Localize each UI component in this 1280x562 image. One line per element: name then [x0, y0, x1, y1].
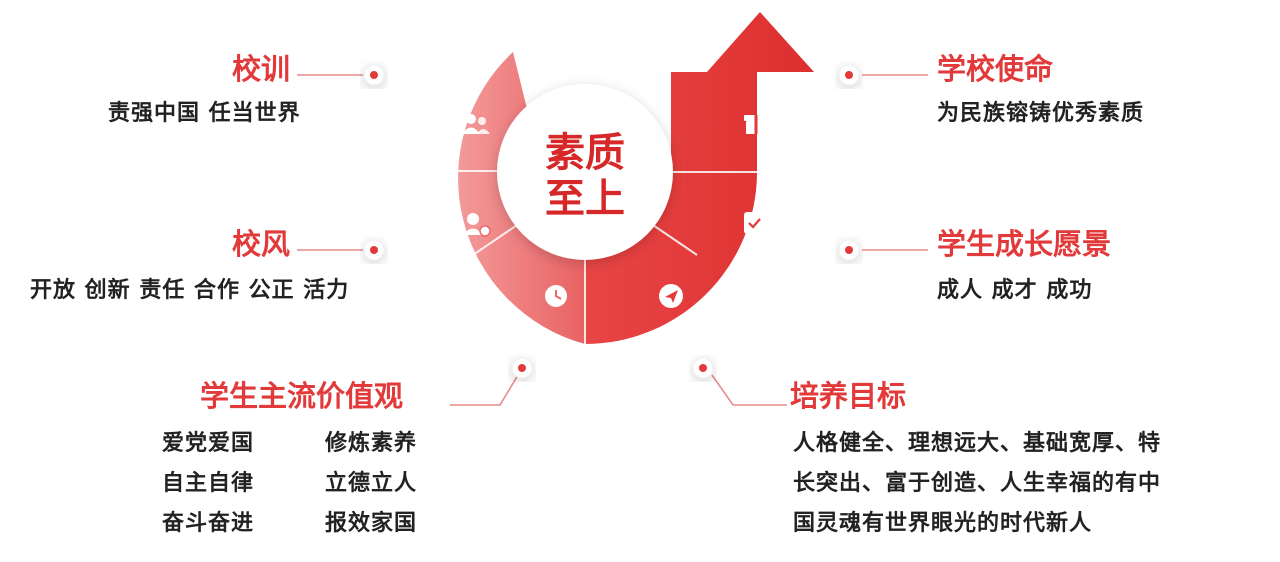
mission-title: 学校使命: [937, 52, 1054, 86]
connector-dots: [363, 64, 860, 379]
values-row-1-col-1: 爱党爱国: [162, 431, 255, 456]
motto-text: 责强中国 任当世界: [108, 101, 301, 126]
goals-title: 培养目标: [790, 379, 907, 413]
ethos-text: 开放 创新 责任 合作 公正 活力: [30, 278, 350, 303]
u-right-band-arrow: [585, 12, 814, 344]
clock-icon: [545, 285, 567, 307]
center-circle: [497, 84, 673, 260]
center-title-line2: 至上: [545, 176, 625, 222]
values-row-3-col-1: 奋斗奋进: [162, 511, 255, 536]
goals-line-2: 长突出、富于创造、人生幸福的有中: [793, 471, 1162, 496]
users-icon: [462, 114, 490, 134]
segment-dividers: [429, 170, 757, 344]
goals-line-1: 人格健全、理想远大、基础宽厚、特: [793, 431, 1162, 456]
gift-box-icon: [744, 115, 768, 134]
vision-text: 成人 成才 成功: [937, 278, 1093, 303]
center-title-line1: 素质: [545, 130, 625, 176]
values-row-2-col-2: 立德立人: [325, 471, 418, 496]
user-badge-icon: [463, 213, 491, 237]
connector-lines: [297, 74, 928, 406]
clipboard-check-icon: [744, 212, 764, 234]
values-row-3-col-2: 报效家国: [325, 511, 418, 536]
ethos-title: 校风: [231, 227, 290, 261]
goals-line-3: 国灵魂有世界眼光的时代新人: [793, 511, 1093, 536]
values-title: 学生主流价值观: [200, 379, 404, 413]
mission-text: 为民族镕铸优秀素质: [937, 101, 1145, 126]
values-row-1-col-2: 修炼素养: [325, 431, 418, 456]
motto-title: 校训: [231, 52, 290, 86]
values-row-2-col-1: 自主自律: [162, 471, 255, 496]
vision-title: 学生成长愿景: [937, 227, 1112, 261]
send-icon: [659, 284, 683, 308]
